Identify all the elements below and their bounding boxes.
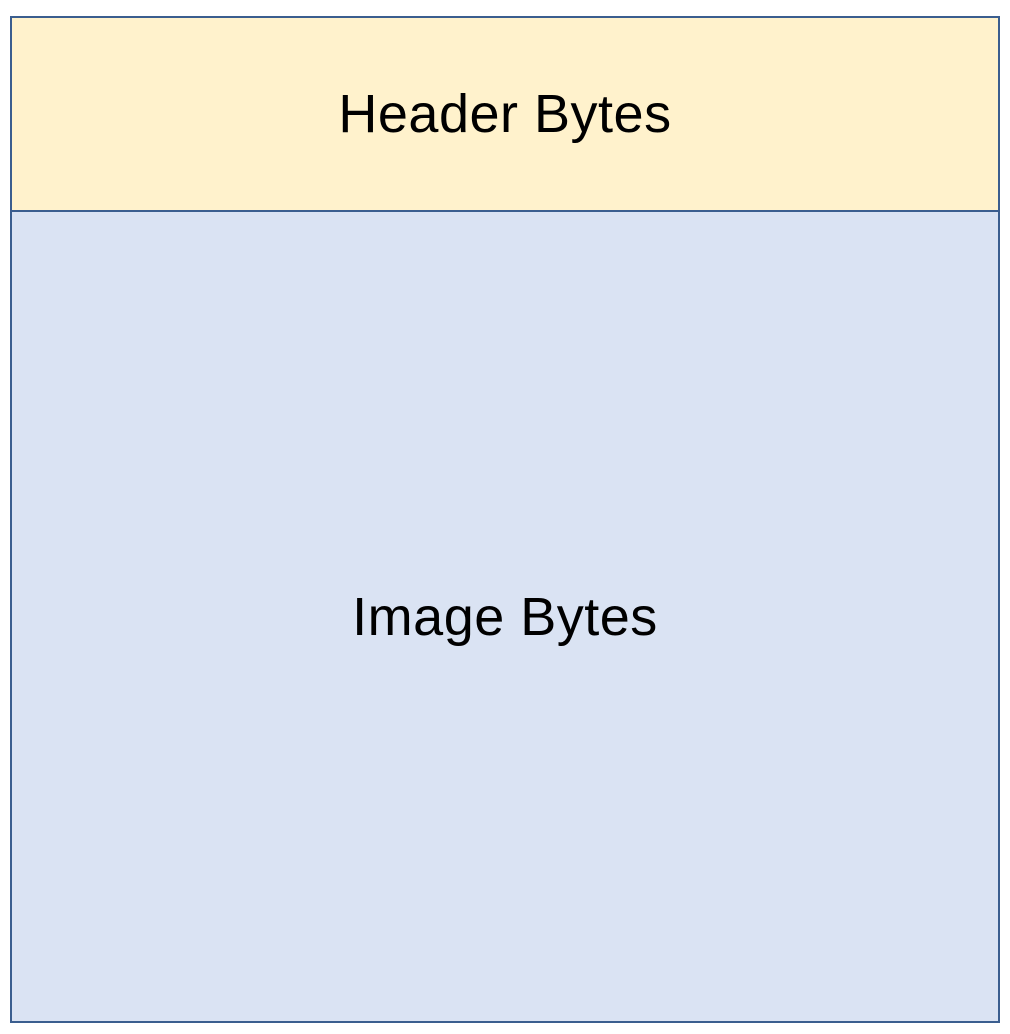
header-bytes-block: Header Bytes [12, 18, 998, 212]
image-bytes-block: Image Bytes [12, 212, 998, 1021]
image-bytes-label: Image Bytes [352, 586, 658, 647]
header-bytes-label: Header Bytes [338, 84, 672, 144]
byte-layout-diagram: Header Bytes Image Bytes [10, 16, 1000, 1023]
